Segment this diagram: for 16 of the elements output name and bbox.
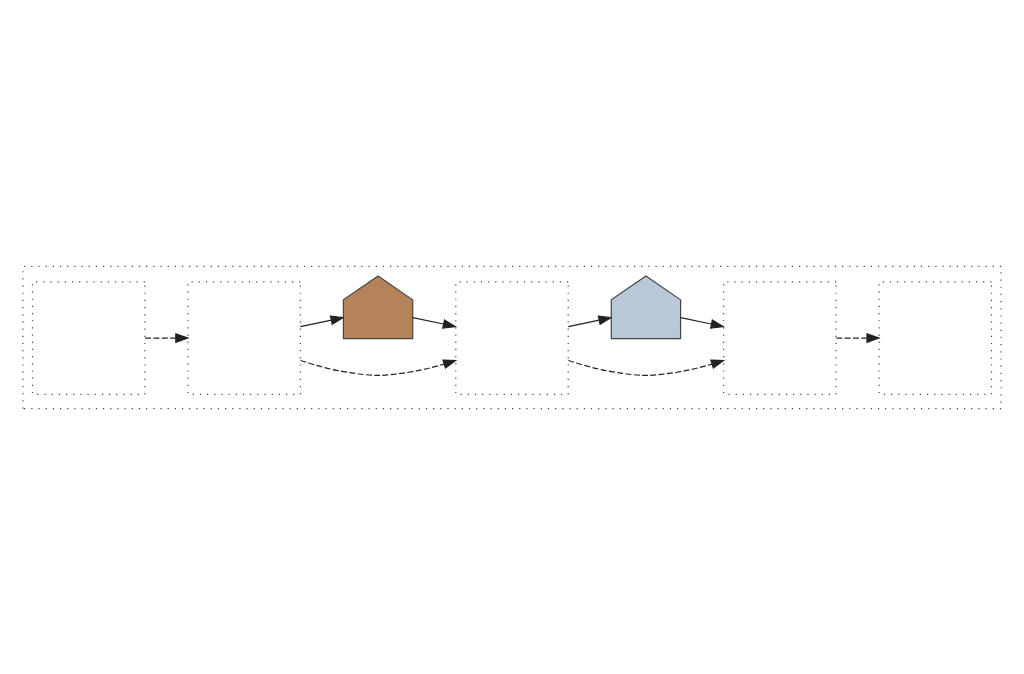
arrow [680,316,725,329]
picture [342,274,414,339]
arrow [299,314,345,327]
node-box [31,280,146,395]
arrow [567,314,613,327]
cluster [22,265,1002,409]
node-box [187,280,301,395]
arrow [412,316,458,329]
picture [610,274,682,339]
node-box [455,280,569,395]
arrow [144,332,190,343]
node-box [878,280,993,395]
arrow [835,332,881,343]
arrow [567,358,726,376]
arrow [299,358,458,376]
node-box [723,280,837,395]
